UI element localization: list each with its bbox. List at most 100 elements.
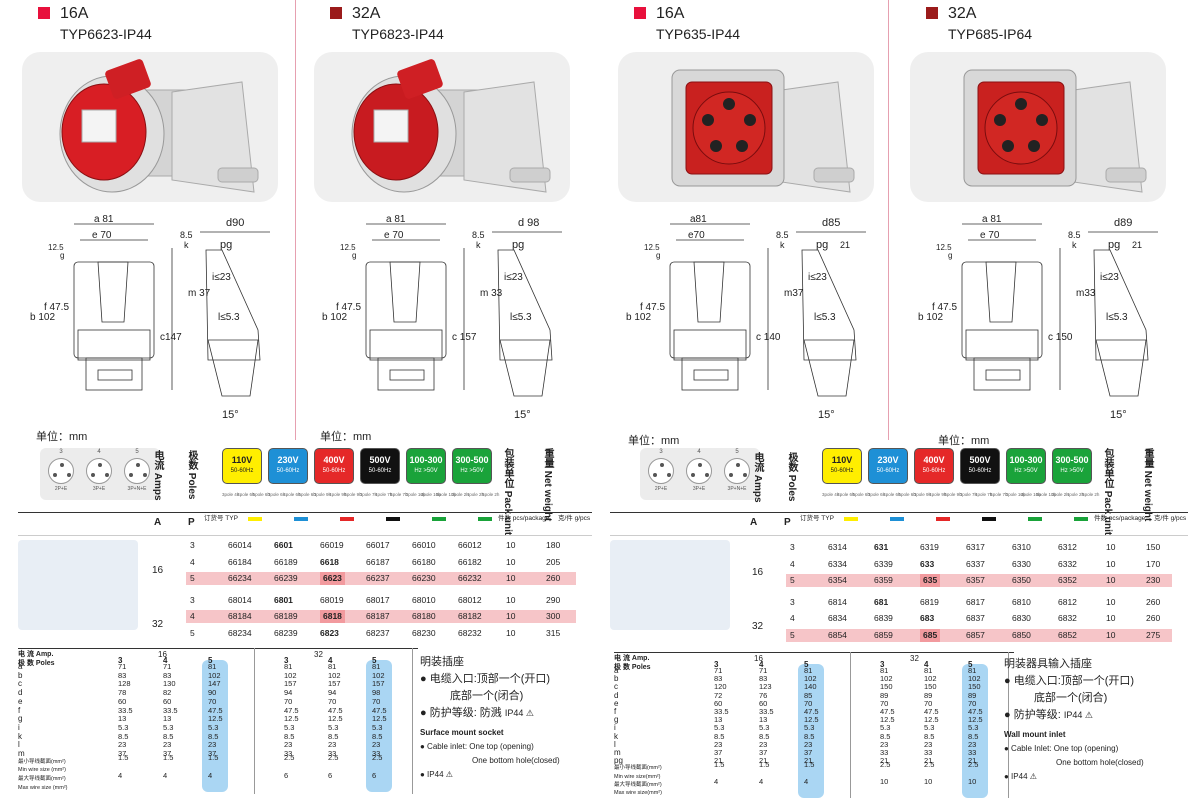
spec-value: 70 [208, 696, 217, 706]
spec-value: 8.5 [714, 731, 725, 741]
spec-value: 81 [328, 662, 337, 671]
typ-cell: 68014 [228, 594, 252, 605]
spec-value: 8.5 [924, 731, 935, 741]
col-pack: 件数 pcs/package [1094, 515, 1146, 522]
typ-cell: 68187 [366, 611, 390, 621]
dim-k: k [780, 240, 785, 250]
pole-hours: 5pole 6h [298, 492, 316, 497]
spec-label: b [18, 670, 23, 680]
voltage-hz: 50-60Hz [922, 468, 946, 474]
voltage-hz: 50-60Hz [276, 468, 300, 474]
spec-label: Max wire size (mm²) [18, 784, 68, 791]
spec-value: 90 [208, 688, 217, 698]
spec-value: 8.5 [880, 731, 891, 741]
spec-value: 94 [328, 688, 337, 698]
chip-label: 2P+E [654, 486, 668, 492]
note-en-ip: ● IP44 ⚠ [1004, 772, 1037, 781]
typ-label: TYP6623-IP44 [60, 26, 152, 42]
typ-cell: 6850 [1012, 629, 1031, 640]
color-bar [844, 517, 858, 521]
pole-hours: 3pole 9h [313, 492, 332, 497]
chip-label: 3P+N+E [727, 486, 747, 492]
color-bar [1028, 517, 1042, 521]
spec-value: 89 [924, 690, 933, 700]
spec-value: 8.5 [284, 731, 295, 741]
typ-cell: 66232 [458, 573, 482, 583]
dim-g: 12.5 [644, 243, 660, 252]
dim-k-value: 8.5 [472, 230, 485, 240]
weight-cell: 260 [546, 573, 561, 583]
spec-value: 157 [284, 679, 297, 689]
note-en-ip: ● IP44 ⚠ [420, 770, 453, 779]
dim-m: m37 [784, 288, 804, 299]
dim-k-value: 8.5 [180, 230, 193, 240]
dim-f: f 47.5 [44, 302, 69, 313]
col-a: A [750, 517, 758, 528]
spec-value: 3 [880, 660, 885, 669]
spec-label: d [614, 690, 619, 700]
dim-e: e70 [688, 230, 705, 241]
spec-value: 70 [968, 698, 977, 708]
spec-label: l [614, 739, 616, 749]
spec-label: i [614, 723, 616, 733]
dim-d: d90 [226, 217, 244, 229]
typ-label: TYP685-IP64 [948, 26, 1033, 42]
notes-block: 明装插座● 电缆入口:顶部一个(开口)底部一个(闭合)● 防护等级: 防溅 IP… [420, 654, 596, 782]
typ-cell: 6834 [828, 613, 847, 623]
typ-cell: 6601 [274, 540, 293, 550]
dim-angle: 15° [514, 409, 531, 421]
spec-divider [412, 648, 413, 794]
spec-value: 8.5 [208, 731, 219, 741]
pole-cell: 3 [790, 542, 795, 552]
dim-g: 12.5 [936, 243, 952, 252]
pack-header: 包装单位 Pack unit [502, 448, 513, 536]
row-highlight [786, 628, 1172, 642]
dim-b: b 102 [30, 312, 55, 323]
unit-label: 单位：mm [938, 435, 990, 447]
spec-value: 98 [372, 688, 381, 698]
dim-g-letter: g [60, 251, 64, 260]
spec-value: 33.5 [714, 707, 729, 716]
dim-l: l≤5.3 [510, 312, 532, 323]
spec-value: 13 [714, 715, 723, 725]
spec-value: 157 [328, 679, 341, 689]
voltage-hz: Hz >50V [1060, 468, 1084, 474]
pole-cell: 5 [790, 629, 795, 640]
pole-hours: 4pole 6h [283, 492, 301, 497]
spec-value: 1.5 [118, 753, 129, 763]
spec-value: 81 [284, 662, 293, 671]
spec-value: 23 [968, 739, 977, 749]
spec-value: 70 [880, 698, 889, 708]
spec-value: 33 [880, 748, 889, 757]
typ-cell: 68182 [458, 611, 482, 621]
spec-value: 37 [208, 749, 217, 758]
weight-cell: 180 [546, 540, 561, 550]
note-en-inlet: ● Cable Inlet: One top (opening) [1004, 744, 1119, 753]
spec-label: b [614, 674, 619, 684]
color-square-icon [634, 7, 646, 19]
spec-value: 4 [163, 770, 168, 780]
spec-divider [1008, 652, 1009, 798]
spec-value: 5.3 [118, 722, 129, 732]
typ-cell: 68017 [366, 594, 390, 605]
spec-value: 1.5 [163, 753, 174, 763]
spec-value: 8.5 [328, 731, 339, 741]
pole-hours: 5pole 9h [344, 492, 362, 497]
ip-rating: IP44 ⚠ [504, 708, 534, 718]
col-typ: 订货号 TYP [204, 515, 238, 522]
chip-label: 3P+E [692, 486, 706, 492]
product-photo [618, 52, 874, 202]
pack-cell: 10 [506, 573, 516, 583]
spec-value: 4 [328, 656, 333, 665]
voltage-hz: 50-60Hz [230, 468, 254, 474]
weight-cell: 300 [546, 611, 561, 621]
voltage-value: 300-500 [1055, 455, 1089, 465]
spec-label: f [18, 705, 21, 715]
typ-cell: 633 [920, 558, 935, 569]
pole-hours: 4pole 7h [975, 492, 993, 497]
pole-hours: 5pole 7h [390, 492, 408, 497]
